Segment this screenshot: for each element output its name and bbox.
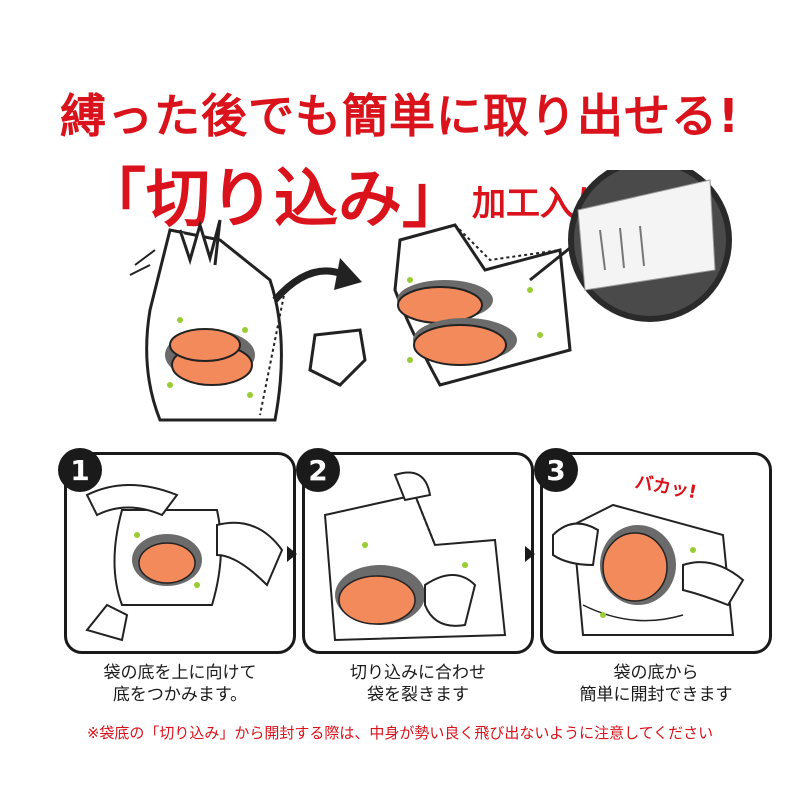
step-3-number: 3 xyxy=(534,448,578,492)
step-2-panel xyxy=(302,452,534,654)
step-1-image xyxy=(85,484,284,642)
headline-sub-main: 「切り込み」 xyxy=(82,163,466,237)
caution-note: ※袋底の「切り込み」から開封する際は、中身が勢い良く飛び出ないように注意してくだ… xyxy=(86,724,714,742)
step-3-caption-line1: 袋の底から xyxy=(613,663,699,683)
step-2-caption-line2: 袋を裂きます xyxy=(367,685,469,705)
step-1-caption-line2: 底をつかみます。 xyxy=(112,685,248,705)
step-2-caption: 切り込みに合わせ 袋を裂きます xyxy=(298,662,538,706)
arrow-icon xyxy=(272,267,347,303)
step-arrow-icon xyxy=(287,546,297,562)
step-2-image xyxy=(323,471,507,642)
tied-bag-image xyxy=(129,219,286,422)
step-1-panel xyxy=(64,452,296,654)
step-3-image xyxy=(552,503,745,636)
zoom-circle-image xyxy=(529,170,732,322)
step-3-caption-line2: 簡単に開封できます xyxy=(579,685,733,705)
step-2-caption-line1: 切り込みに合わせ xyxy=(350,663,486,683)
headline-main: 縛った後でも簡単に取り出せる! xyxy=(60,89,740,143)
step-2-number: 2 xyxy=(296,448,340,492)
step-1-caption: 袋の底を上に向けて 底をつかみます。 xyxy=(60,662,300,706)
step-3-caption: 袋の底から 簡単に開封できます xyxy=(536,662,776,706)
step-arrow-icon xyxy=(525,546,535,562)
step-1-caption-line1: 袋の底を上に向けて xyxy=(103,663,257,683)
step-3-panel: バカッ! xyxy=(540,452,772,654)
opened-bag-image xyxy=(308,223,572,387)
bag-opening-illustration xyxy=(129,170,732,422)
step-1-number: 1 xyxy=(58,448,102,492)
